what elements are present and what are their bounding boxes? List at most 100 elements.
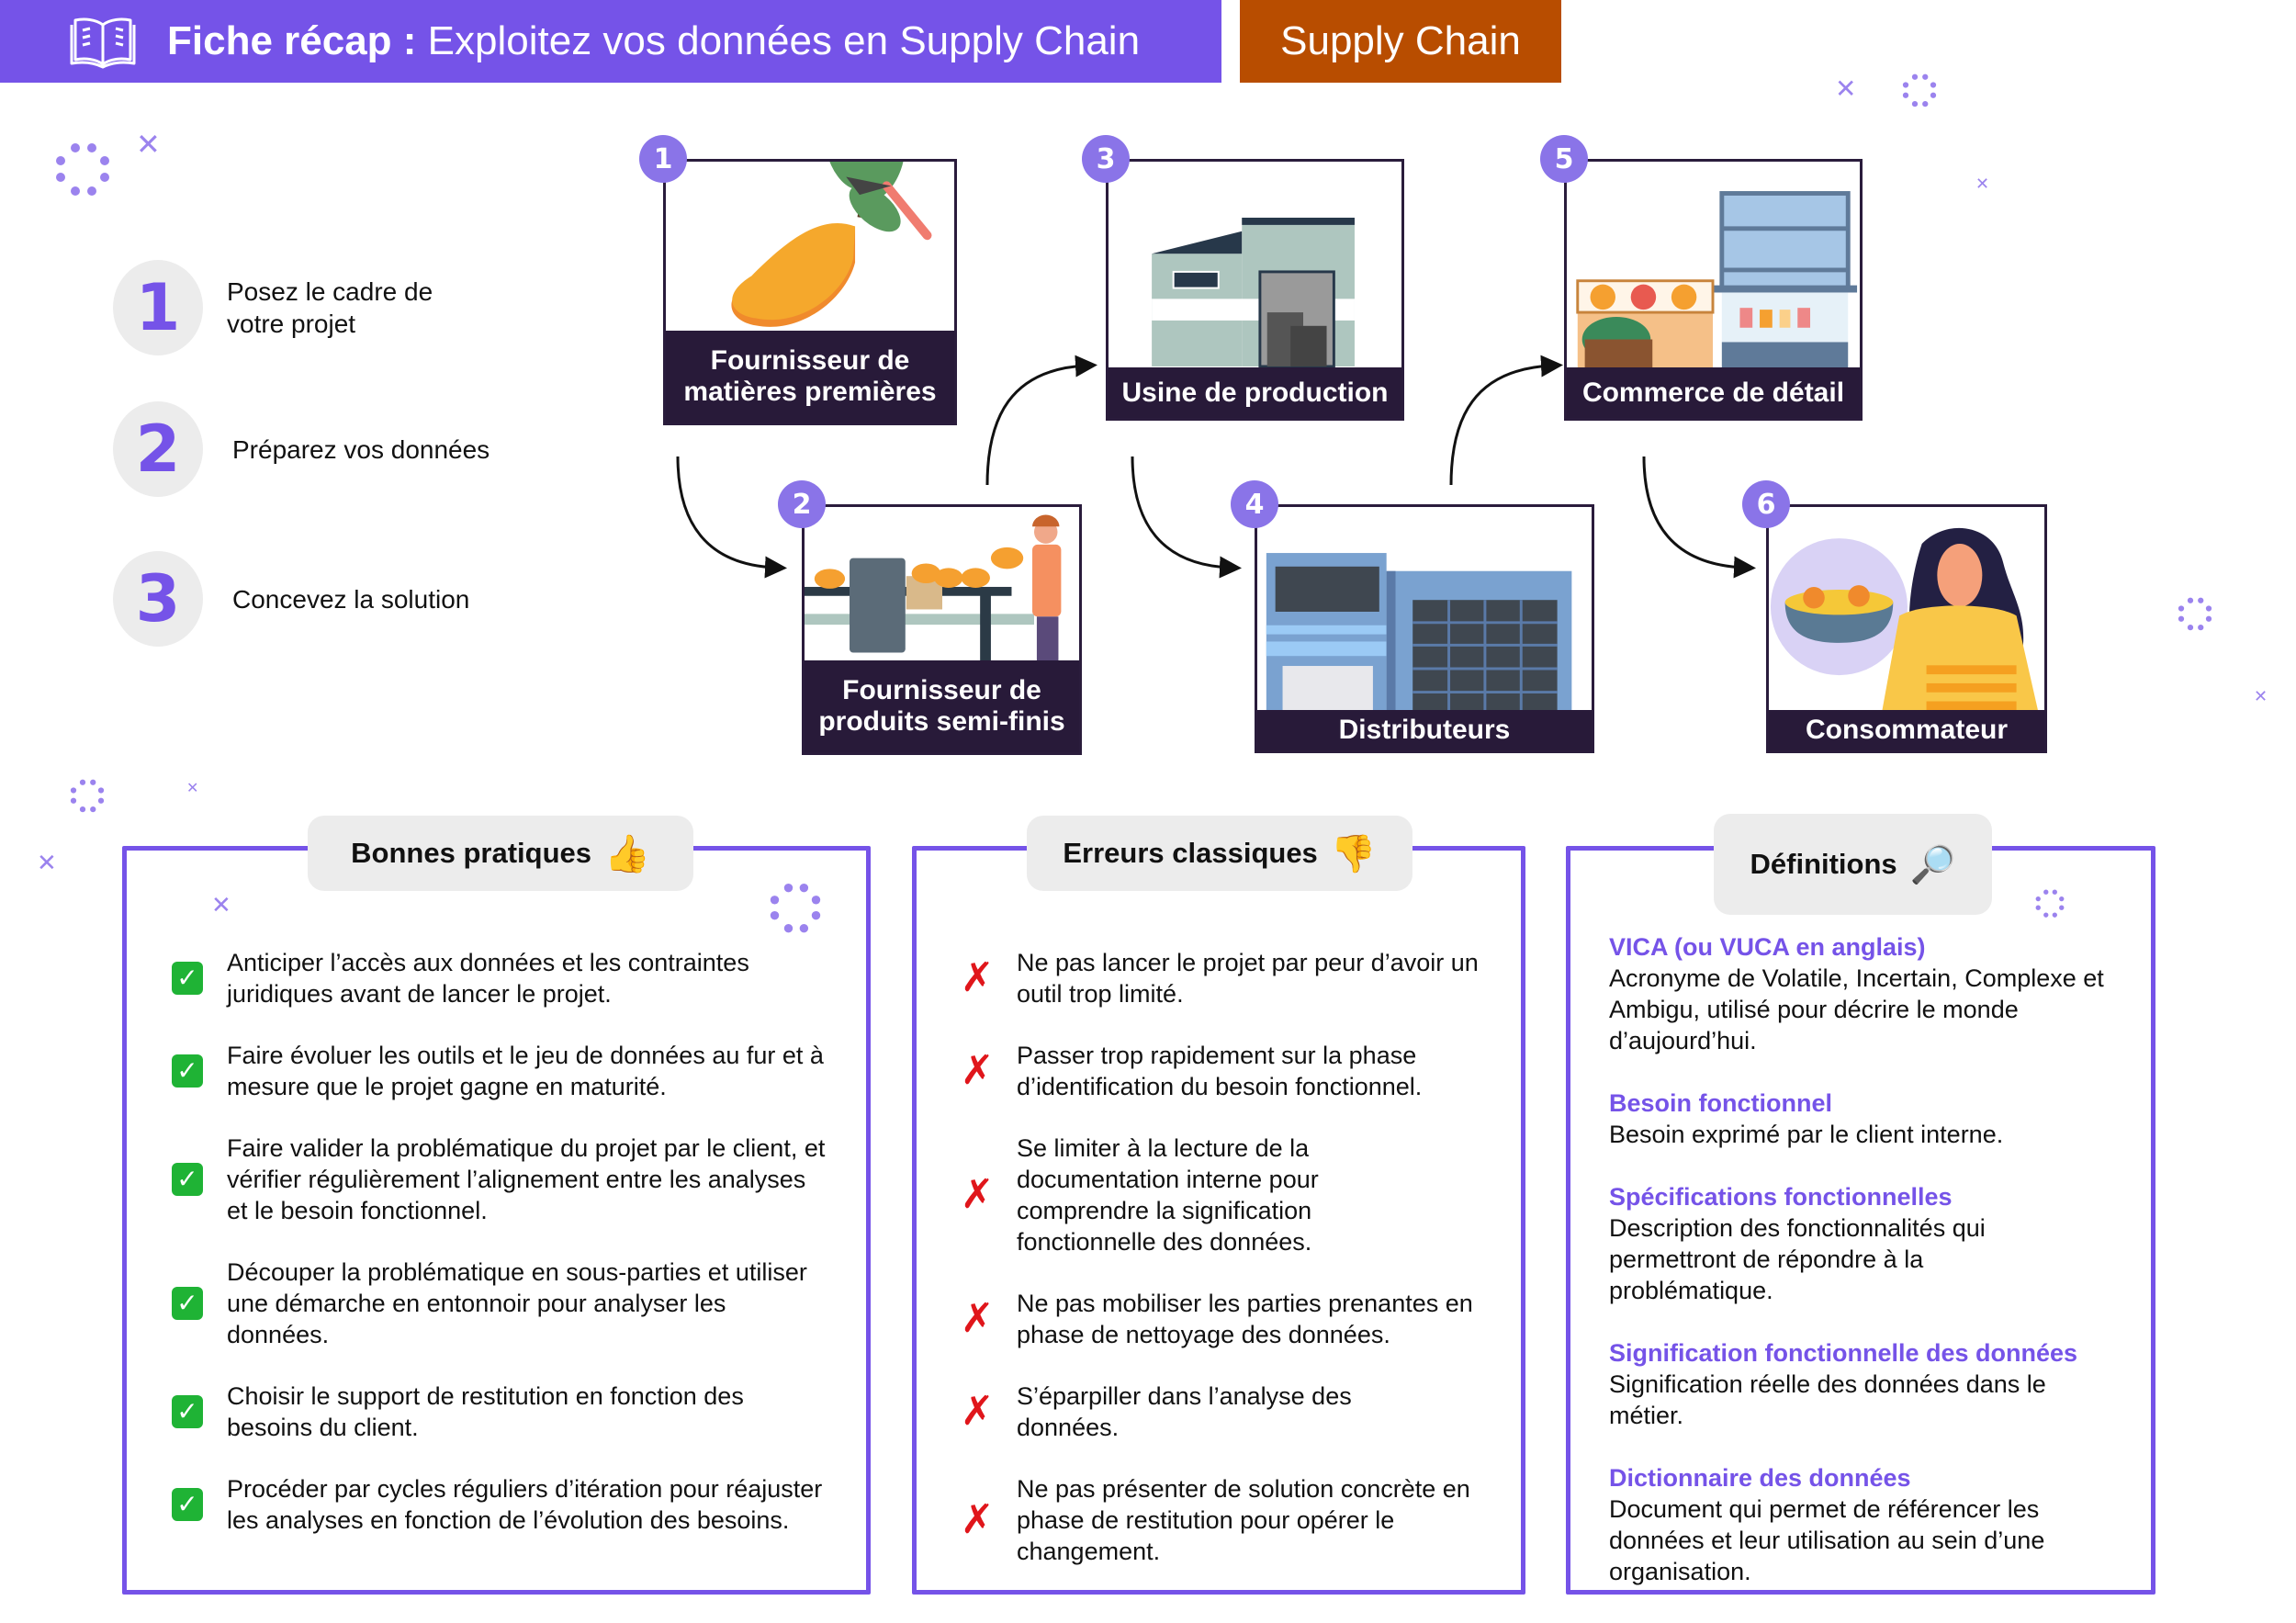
magnifier-icon: 🔎 (1909, 844, 1956, 885)
cross-decoration: ✕ (1835, 73, 1857, 104)
chain-card-6: 6 Consommateur (1742, 480, 2047, 753)
arrow-3-to-4 (1131, 456, 1242, 579)
warehouse-illustration (1266, 553, 1572, 715)
step-label: Concevez la solution (232, 584, 470, 614)
list-item: ✗Passer trop rapidement sur la phase d’i… (960, 1042, 1423, 1100)
definition-text: Description des fonctionnalités qui perm… (1609, 1214, 1986, 1304)
chain-card-3: 3 Usine de production (1082, 135, 1404, 421)
step-label: Préparez vos données (232, 434, 490, 464)
dots-ring-decoration (1902, 73, 1937, 107)
list-item: ✓Faire évoluer les outils et le jeu de d… (171, 1040, 829, 1102)
definition-term: Spécifications fonctionnelles (1609, 1183, 1953, 1211)
cross-decoration: ✕ (211, 892, 231, 919)
arrow-1-to-2 (676, 456, 787, 579)
chain-card-label: Commerce de détail (1567, 367, 1860, 418)
thumbs-up-icon: 👍 (604, 833, 650, 874)
cross-decoration: ✕ (2254, 687, 2268, 706)
check-icon: ✓ (171, 1163, 204, 1196)
consumer-illustration (1770, 527, 2040, 716)
thumbs-down-icon: 👎 (1330, 833, 1377, 874)
cross-icon: ✗ (960, 955, 995, 1000)
step-badge-5: 5 (1540, 135, 1588, 183)
list-item: ✓Découper la problématique en sous-parti… (171, 1257, 829, 1350)
header-banner: Fiche récap : Exploitez vos données en S… (0, 0, 1221, 83)
step-badge-1: 1 (639, 135, 687, 183)
definition-text: Signification réelle des données dans le… (1609, 1370, 2046, 1429)
dots-ring-decoration (56, 143, 109, 196)
good-practices-panel: ✓Anticiper l’accès aux données et les co… (122, 846, 871, 1595)
check-icon: ✓ (171, 1395, 204, 1428)
conveyor-illustration (805, 514, 1062, 662)
cross-decoration: ✕ (186, 779, 199, 796)
list-item: ✓Anticiper l’accès aux données et les co… (171, 947, 829, 1009)
step-number: 1 (113, 260, 203, 355)
step-1: 1 Posez le cadre de votre projet (113, 260, 466, 355)
list-item: ✓Choisir le support de restitution en fo… (171, 1381, 829, 1443)
check-icon: ✓ (171, 1287, 204, 1320)
list-item: ✗Ne pas présenter de solution concrète e… (960, 1475, 1470, 1565)
step-badge-4: 4 (1231, 480, 1278, 528)
dots-ring-decoration (2178, 597, 2212, 631)
step-badge-2: 2 (778, 480, 826, 528)
arrow-4-to-5 (1449, 355, 1563, 486)
definition-text: Acronyme de Volatile, Incertain, Complex… (1609, 964, 2104, 1054)
good-practices-list: ✓Anticiper l’accès aux données et les co… (171, 947, 829, 1566)
cross-icon: ✗ (960, 1048, 995, 1093)
cross-decoration: ✕ (136, 127, 161, 162)
category-tag: Supply Chain (1240, 0, 1561, 83)
definitions-panel: VICA (ou VUCA en anglais) Acronyme de Vol… (1566, 846, 2155, 1595)
arrow-5-to-6 (1642, 456, 1756, 579)
definition-term: Besoin fonctionnel (1609, 1089, 1832, 1117)
cross-icon: ✗ (960, 1497, 995, 1542)
list-item: ✓Procéder par cycles réguliers d’itérati… (171, 1473, 829, 1536)
list-item: ✗S’éparpiller dans l’analyse des données… (960, 1382, 1352, 1441)
definition-text: Document qui permet de référencer les do… (1609, 1495, 2045, 1585)
definition-term: Dictionnaire des données (1609, 1464, 1911, 1492)
definition-item: VICA (ou VUCA en anglais) Acronyme de Vol… (1609, 931, 2123, 1056)
chain-card-label: Distributeurs (1257, 710, 1592, 750)
chain-card-label: Fournisseur de produits semi-finis (805, 660, 1079, 752)
step-badge-6: 6 (1742, 480, 1790, 528)
cross-icon: ✗ (960, 1389, 995, 1434)
page-title: Fiche récap : Exploitez vos données en S… (167, 18, 1141, 63)
common-mistakes-panel: ✗Ne pas lancer le projet par peur d’avoi… (912, 846, 1525, 1595)
cross-decoration: ✕ (1975, 175, 1990, 194)
arrow-2-to-3 (985, 355, 1097, 486)
definition-term: VICA (ou VUCA en anglais) (1609, 933, 1926, 961)
open-book-icon (70, 17, 136, 69)
dots-ring-decoration (770, 883, 821, 933)
cross-decoration: ✕ (37, 850, 57, 877)
definitions-list: VICA (ou VUCA en anglais) Acronyme de Vol… (1609, 931, 2123, 1618)
chain-card-label: Consommateur (1769, 710, 2044, 750)
factory-illustration (1152, 218, 1355, 368)
list-item: ✓Faire valider la problématique du proje… (171, 1133, 829, 1226)
common-mistakes-title: Erreurs classiques👎 (1027, 816, 1412, 891)
cross-icon: ✗ (960, 1296, 995, 1341)
step-number: 3 (113, 551, 203, 647)
dots-ring-decoration (2035, 889, 2065, 918)
chain-card-5: 5 Commerce de détail (1540, 135, 1863, 421)
chain-card-label: Usine de production (1109, 367, 1401, 418)
check-icon: ✓ (171, 1488, 204, 1521)
cross-icon: ✗ (960, 1172, 995, 1217)
step-number: 2 (113, 401, 203, 497)
step-label: Posez le cadre de votre projet (227, 277, 433, 338)
definition-text: Besoin exprimé par le client interne. (1609, 1121, 2004, 1148)
definitions-title: Définitions🔎 (1714, 814, 1992, 915)
grocery-store-illustration (1576, 191, 1858, 371)
list-item: ✗Se limiter à la lecture de la documenta… (960, 1134, 1319, 1256)
mango-branch-illustration (731, 162, 932, 327)
step-3: 3 Concevez la solution (113, 551, 526, 647)
chain-card-4: 4 Distributeurs (1231, 480, 1594, 753)
chain-card-2: 2 Fournisseur de produits semi-finis (778, 480, 1082, 755)
list-item: ✗Ne pas mobiliser les parties prenantes … (960, 1290, 1473, 1348)
list-item: ✗Ne pas lancer le projet par peur d’avoi… (960, 949, 1479, 1008)
chain-card-label: Fournisseur de matières premières (666, 331, 954, 423)
common-mistakes-list: ✗Ne pas lancer le projet par peur d’avoi… (961, 947, 1484, 1597)
check-icon: ✓ (171, 962, 204, 995)
step-2: 2 Préparez vos données (113, 401, 526, 497)
